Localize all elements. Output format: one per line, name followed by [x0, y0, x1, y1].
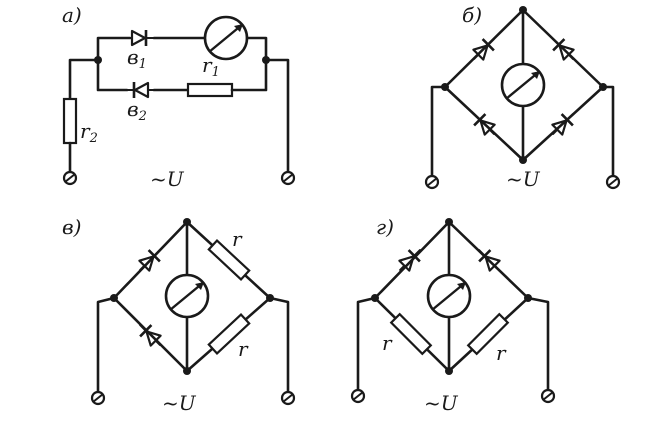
terminal-icon — [280, 170, 296, 186]
terminal-icon — [605, 174, 621, 190]
panel-a: а) в1 в2 r1 r2 ~U — [62, 3, 296, 191]
panel-g-label: г) — [376, 215, 394, 239]
junction — [110, 294, 118, 302]
wire — [245, 36, 268, 62]
terminal-icon — [62, 170, 78, 186]
wire — [268, 296, 290, 394]
source-label: ~U — [162, 391, 197, 415]
panel-b: б) ~U — [424, 3, 621, 191]
panel-g: г) r r ~U — [350, 215, 556, 415]
junction — [266, 294, 274, 302]
terminal-icon — [280, 390, 296, 406]
wire — [230, 58, 268, 92]
galvanometer-icon — [164, 273, 210, 319]
terminal-icon — [90, 390, 106, 406]
junction — [519, 156, 527, 164]
wire — [526, 296, 550, 392]
junction — [445, 218, 453, 226]
terminal-icon — [424, 174, 440, 190]
wire — [96, 296, 116, 394]
wire — [264, 58, 290, 174]
wire — [601, 85, 615, 178]
resistor-right-label: r — [496, 341, 507, 365]
junction — [183, 367, 191, 375]
terminal-icon — [350, 388, 366, 404]
wire — [430, 85, 447, 178]
panel-a-label: а) — [62, 3, 82, 27]
diode-icon — [124, 80, 156, 100]
source-label: ~U — [424, 391, 459, 415]
wire — [96, 36, 132, 62]
junction — [262, 56, 270, 64]
terminal-icon — [540, 388, 556, 404]
resistor-icon — [62, 97, 78, 145]
wire — [356, 296, 377, 392]
resistor-icon — [186, 82, 234, 98]
galvanometer-icon — [426, 273, 472, 319]
junction — [445, 367, 453, 375]
junction — [519, 6, 527, 14]
galvanometer-icon — [500, 62, 546, 108]
resistor-left-label: r — [382, 331, 393, 355]
junction — [371, 294, 379, 302]
wire — [68, 58, 100, 100]
junction — [94, 56, 102, 64]
junction — [441, 83, 449, 91]
resistor-icon — [390, 313, 432, 355]
junction — [599, 83, 607, 91]
diode-2-label: в2 — [127, 97, 147, 124]
wire — [96, 58, 129, 92]
panel-b-label: б) — [462, 3, 482, 27]
panel-v-label: в) — [62, 215, 81, 239]
resistor-icon — [207, 239, 251, 281]
source-label: ~U — [506, 167, 541, 191]
resistor-1-label: r1 — [202, 53, 220, 80]
panel-v: в) r r ~U — [62, 215, 296, 415]
junction — [183, 218, 191, 226]
resistor-bottom-label: r — [238, 337, 249, 361]
diode-1-label: в1 — [127, 45, 147, 72]
resistor-2-label: r2 — [80, 119, 98, 146]
source-label: ~U — [150, 167, 185, 191]
junction — [524, 294, 532, 302]
diode-icon — [124, 28, 156, 48]
resistor-top-label: r — [232, 227, 243, 251]
